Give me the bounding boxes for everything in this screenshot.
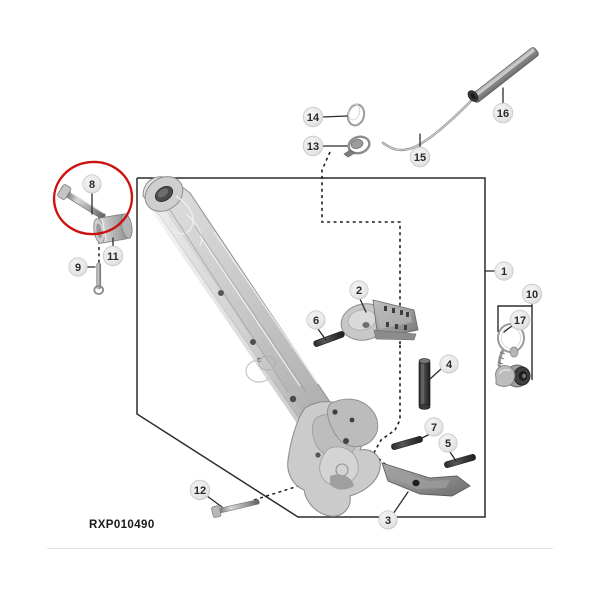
callout-10[interactable]: 10 (521, 283, 543, 305)
leader-lines (86, 87, 533, 515)
callout-2-label: 2 (356, 285, 362, 297)
callout-15-label: 15 (414, 152, 426, 164)
callout-17-label: 17 (514, 315, 526, 327)
part-12-bolt (211, 499, 260, 518)
leader-4 (429, 368, 442, 380)
callout-15[interactable]: 15 (409, 146, 431, 168)
callout-6-label: 6 (313, 315, 319, 327)
callout-2[interactable]: 2 (349, 280, 369, 300)
part-10-lock-cylinder (495, 364, 531, 388)
leader-12 (206, 495, 223, 508)
part-number-label: RXP010490 (89, 519, 155, 531)
callout-9-label: 9 (75, 262, 81, 274)
callout-12[interactable]: 12 (189, 479, 211, 501)
part-10-lock-kit-bracket (497, 305, 533, 380)
red-highlight-ellipse (52, 160, 134, 236)
part-8-bolt (57, 184, 106, 220)
leader-14 (321, 115, 348, 118)
part-2-bracket-plate (340, 299, 419, 341)
part-14-o-ring (346, 103, 366, 127)
part-13-clamp (343, 135, 371, 158)
callout-5-label: 5 (445, 438, 451, 450)
callout-4-label: 4 (446, 359, 453, 371)
leader-6 (317, 328, 327, 341)
callout-1[interactable]: 1 (494, 261, 514, 281)
boom-arm-body (142, 176, 381, 517)
leader-3 (392, 491, 409, 515)
leader-17 (503, 324, 514, 333)
part-4-pivot-pin (418, 358, 431, 410)
part-17-key-ring (497, 323, 525, 370)
part-3-wear-plate (381, 462, 471, 497)
callout-17[interactable]: 17 (509, 309, 531, 331)
part-6-roll-pin (313, 331, 345, 347)
callout-10-label: 10 (526, 289, 538, 301)
callout-11[interactable]: 11 (102, 245, 124, 267)
part-16-tube (467, 47, 539, 103)
part-5-roll-pin (444, 453, 476, 469)
callout-7-label: 7 (431, 422, 437, 434)
bottom-divider (47, 548, 553, 549)
leader-7 (415, 433, 431, 442)
callout-8-label: 8 (89, 179, 95, 191)
callout-11-label: 11 (107, 251, 119, 263)
leader-5 (449, 451, 457, 462)
callout-12-label: 12 (194, 485, 206, 497)
callout-9[interactable]: 9 (68, 257, 88, 277)
callout-16[interactable]: 16 (492, 102, 514, 124)
callout-14[interactable]: 14 (302, 106, 324, 128)
callout-8[interactable]: 8 (82, 174, 102, 194)
part-9-cotter-pin (93, 262, 104, 295)
leader-2 (359, 298, 367, 313)
callout-1-label: 1 (501, 266, 507, 278)
callout-3-label: 3 (385, 515, 391, 527)
part-15-hydraulic-line (381, 98, 474, 152)
callout-bubbles: 1 2 3 4 5 6 7 (68, 102, 543, 530)
callout-5[interactable]: 5 (438, 433, 458, 453)
callout-6[interactable]: 6 (306, 310, 326, 330)
callout-16-label: 16 (497, 108, 509, 120)
callout-3[interactable]: 3 (378, 510, 398, 530)
callout-4[interactable]: 4 (439, 354, 459, 374)
callout-14-label: 14 (307, 112, 320, 124)
part-7-roll-pin (391, 435, 423, 451)
callout-13[interactable]: 13 (302, 135, 324, 157)
callout-7[interactable]: 7 (424, 417, 444, 437)
callout-13-label: 13 (307, 141, 319, 153)
